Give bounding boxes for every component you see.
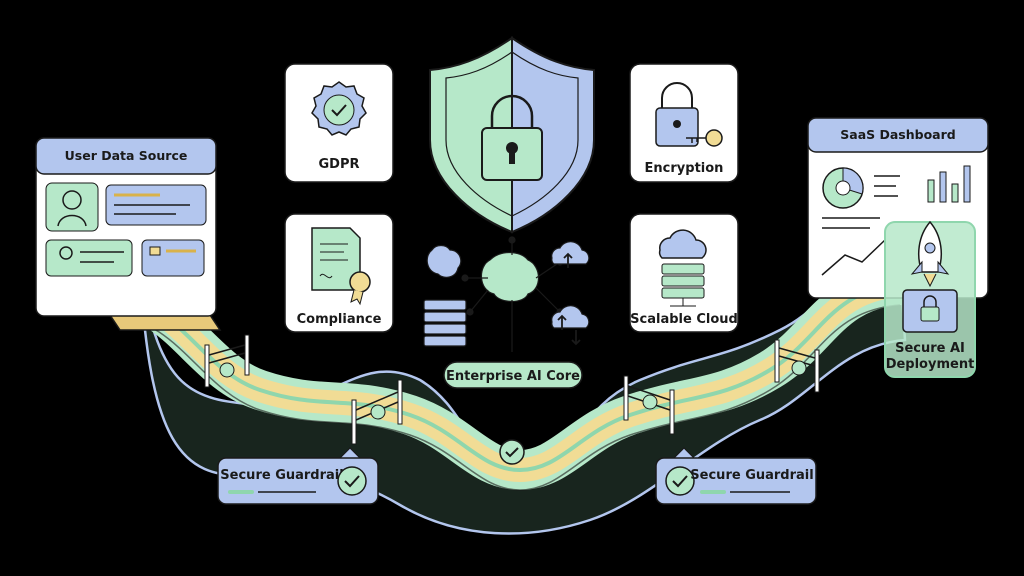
check-icon <box>665 466 695 496</box>
badge-check-icon <box>311 81 367 136</box>
user-data-source-panel: User Data Source <box>35 137 222 331</box>
cloud-server-icon <box>658 229 707 307</box>
card-label: Scalable Cloud <box>630 312 738 327</box>
highway-lane-edge <box>109 304 901 491</box>
gate-icon <box>774 339 820 393</box>
rocket-icon <box>910 220 950 288</box>
panel-title: SaaS Dashboard <box>840 127 955 142</box>
gate-icon <box>204 334 250 388</box>
deployment-label-line1: Secure AI <box>895 341 965 356</box>
gate-icon <box>623 375 675 435</box>
check-icon <box>337 466 367 496</box>
guardrail-label: Secure Guardrail <box>690 468 813 483</box>
highway-lane-stripe <box>109 283 901 473</box>
guardrail-label: Secure Guardrail <box>220 468 343 483</box>
certificate-icon <box>311 227 371 306</box>
card-gdpr: GDPR <box>284 63 394 183</box>
gates <box>204 334 820 445</box>
card-label: GDPR <box>319 157 360 172</box>
gate-icon <box>351 379 403 445</box>
shield-icon <box>429 36 595 234</box>
card-encryption: Encryption <box>629 63 739 183</box>
padlock-key-icon <box>655 82 723 147</box>
pie-chart-icon <box>822 167 864 209</box>
highway-checkpoint <box>499 439 525 465</box>
secure-deployment-module: Secure AI Deployment <box>884 220 976 378</box>
brain-network-icon <box>423 236 590 352</box>
core-label: Enterprise AI Core <box>446 369 580 384</box>
guardrail-card-right: Secure Guardrail <box>655 447 817 505</box>
user-avatar-icon <box>62 190 82 210</box>
panel-title: User Data Source <box>65 148 188 163</box>
card-compliance: Compliance <box>284 213 394 333</box>
bar-chart-icon <box>927 165 971 203</box>
ai-core: Enterprise AI Core <box>423 236 590 389</box>
card-label: Encryption <box>645 161 724 176</box>
check-icon <box>505 447 519 458</box>
card-scalable-cloud: Scalable Cloud <box>629 213 739 333</box>
card-label: Compliance <box>297 312 382 327</box>
deployment-label-line2: Deployment <box>886 357 975 372</box>
lock-icon <box>923 295 937 307</box>
guardrail-card-left: Secure Guardrail <box>217 447 379 505</box>
